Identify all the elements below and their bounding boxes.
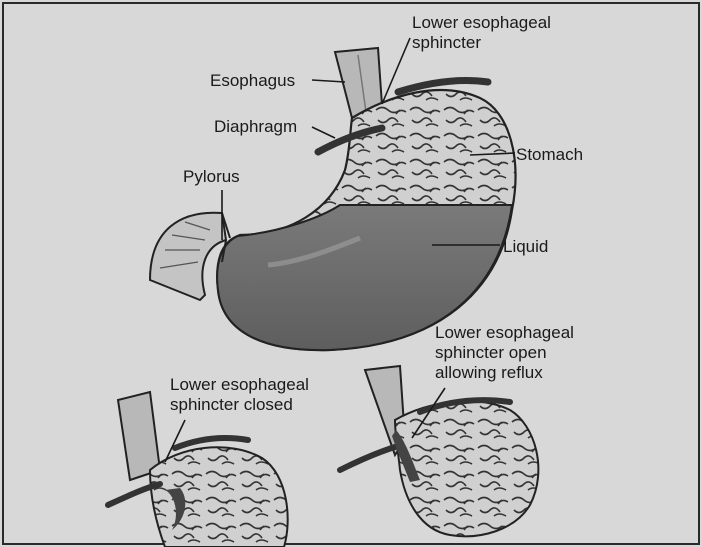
label-les-open-2: sphincter open — [435, 343, 547, 362]
closed-sphincter-stomach — [108, 392, 288, 547]
label-les-open-1: Lower esophageal — [435, 323, 574, 342]
open-sphincter-stomach — [340, 366, 538, 536]
label-pylorus: Pylorus — [183, 167, 240, 186]
label-les-top-1: Lower esophageal — [412, 13, 551, 32]
label-les-closed-2: sphincter closed — [170, 395, 293, 414]
label-les-open-3: allowing reflux — [435, 363, 543, 382]
duodenum — [150, 213, 226, 300]
label-les-closed-1: Lower esophageal — [170, 375, 309, 394]
main-stomach — [150, 48, 515, 350]
label-liquid: Liquid — [503, 237, 548, 256]
label-les-top-2: sphincter — [412, 33, 481, 52]
label-diaphragm: Diaphragm — [214, 117, 297, 136]
label-esophagus: Esophagus — [210, 71, 295, 90]
label-stomach: Stomach — [516, 145, 583, 164]
